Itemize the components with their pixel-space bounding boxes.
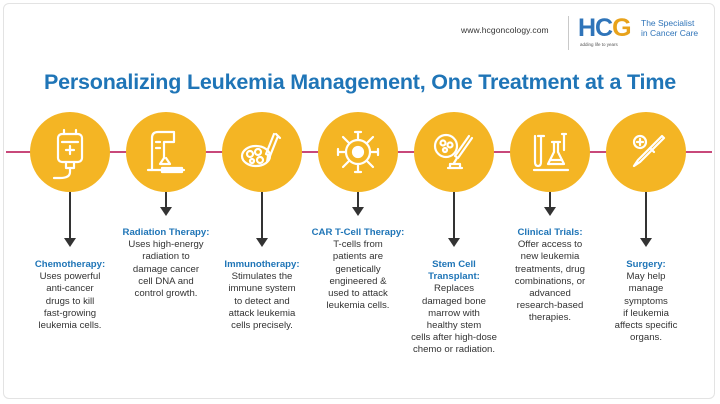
- radiation-therapy-heading: Radiation Therapy:: [122, 227, 210, 238]
- test-tubes-icon: [532, 132, 570, 172]
- clinical-trials-connector: [549, 192, 551, 209]
- immunotherapy-arrow-icon: [256, 238, 268, 247]
- car-t-cell-circle: [318, 112, 398, 192]
- petri-dish-syringe-icon: [433, 133, 474, 170]
- cells-syringe-icon: [240, 132, 282, 168]
- immunotherapy-connector: [261, 192, 263, 240]
- iv-bag-icon: [52, 128, 84, 180]
- chemotherapy-connector: [69, 192, 71, 240]
- website-url[interactable]: www.hcgoncology.com: [461, 25, 549, 35]
- surgery-arrow-icon: [640, 238, 652, 247]
- surgery-heading: Surgery:: [626, 259, 666, 270]
- chemotherapy-circle: [30, 112, 110, 192]
- immunotherapy-circle: [222, 112, 302, 192]
- stem-cell-heading-line2: Transplant:: [428, 271, 480, 283]
- clinical-trials-arrow-icon: [544, 207, 556, 216]
- infographic-frame: [3, 3, 715, 399]
- stem-cell-heading-line1: Stem Cell: [432, 259, 476, 270]
- logo-text: The Specialist in Cancer Care: [641, 18, 699, 38]
- stem-cell-description: Stem Cell Transplant: Replaces damaged b…: [400, 259, 508, 357]
- chemotherapy-heading: Chemotherapy:: [34, 259, 106, 270]
- car-t-cell-arrow-icon: [352, 207, 364, 216]
- surgery-connector: [645, 192, 647, 240]
- clinical-trials-heading: Clinical Trials:: [517, 227, 583, 238]
- radiation-therapy-circle: [126, 112, 206, 192]
- surgery-description: Surgery: May help manage symptoms if leu…: [596, 259, 696, 344]
- car-t-cell-heading: CAR T-Cell Therapy:: [311, 227, 405, 238]
- radiation-therapy-connector: [165, 192, 167, 209]
- immunotherapy-description: Immunotherapy: Stimulates the immune sys…: [212, 259, 312, 332]
- t-cell-icon: [336, 130, 380, 174]
- car-t-cell-connector: [357, 192, 359, 209]
- logo-divider: [568, 16, 569, 50]
- page-title: Personalizing Leukemia Management, One T…: [43, 70, 676, 94]
- surgery-circle: [606, 112, 686, 192]
- scalpel-icon: [632, 134, 666, 168]
- car-t-cell-description: CAR T-Cell Therapy: T-cells from patient…: [303, 227, 413, 312]
- stem-cell-circle: [414, 112, 494, 192]
- radiation-therapy-arrow-icon: [160, 207, 172, 216]
- clinical-trials-description: Clinical Trials: Offer access to new leu…: [497, 227, 603, 325]
- immunotherapy-heading: Immunotherapy:: [224, 259, 300, 270]
- chemotherapy-description: Chemotherapy: Uses powerful anti-cancer …: [20, 259, 120, 332]
- stem-cell-arrow-icon: [448, 238, 460, 247]
- radiation-machine-icon: [146, 130, 186, 174]
- logo-tagline: adding life to years: [580, 42, 618, 47]
- radiation-therapy-description: Radiation Therapy: Uses high-energy radi…: [113, 227, 219, 300]
- chemotherapy-arrow-icon: [64, 238, 76, 247]
- hcg-logo: HCG adding life to years: [578, 14, 632, 47]
- clinical-trials-circle: [510, 112, 590, 192]
- stem-cell-connector: [453, 192, 455, 240]
